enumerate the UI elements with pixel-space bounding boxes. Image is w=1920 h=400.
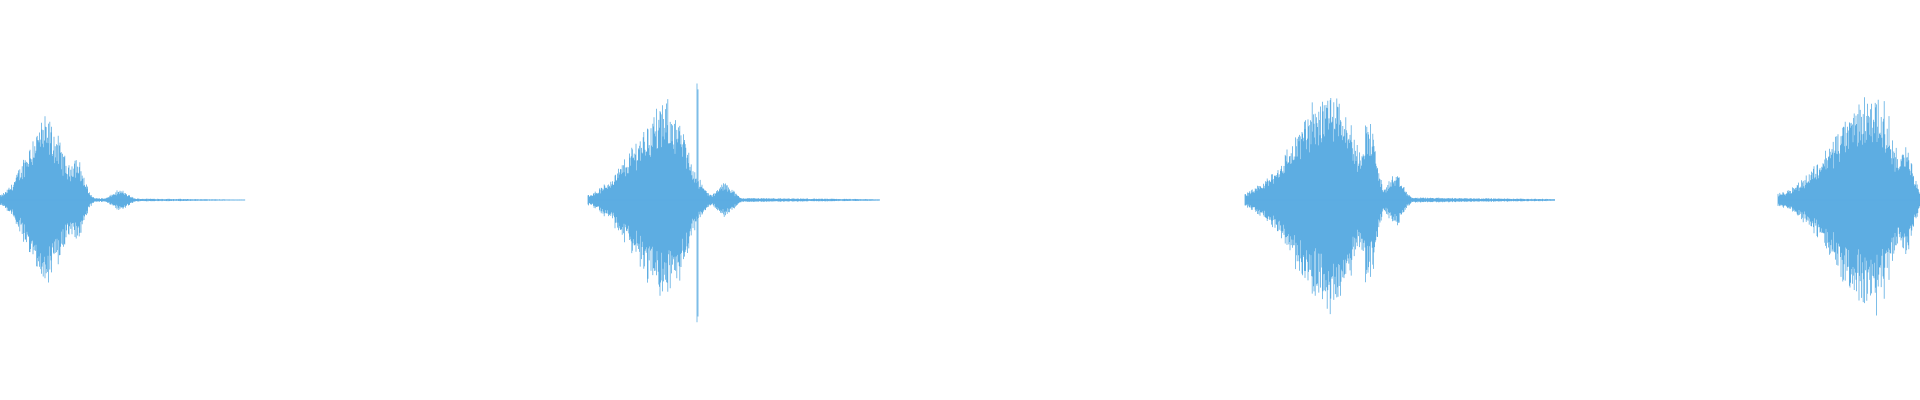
waveform-burst-path	[1777, 97, 1920, 316]
waveform-bursts	[0, 83, 1920, 323]
waveform-burst-path	[0, 116, 246, 283]
waveform-burst	[0, 116, 246, 283]
waveform-burst	[1244, 98, 1555, 315]
waveform-burst-path	[1244, 98, 1555, 315]
waveform-burst	[1777, 97, 1920, 316]
waveform-burst	[587, 83, 880, 323]
waveform-burst-path	[587, 83, 880, 323]
